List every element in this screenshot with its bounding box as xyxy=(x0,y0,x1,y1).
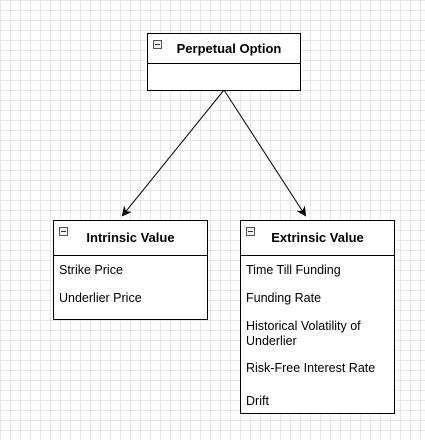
collapse-icon[interactable] xyxy=(246,227,255,236)
attribute-strike-price: Strike Price xyxy=(59,263,123,277)
edge-perpetual-to-intrinsic xyxy=(121,89,225,217)
intrinsic-value-node[interactable]: Intrinsic Value Strike Price Underlier P… xyxy=(53,220,208,320)
collapse-icon[interactable] xyxy=(153,40,162,49)
edge-perpetual-to-extrinsic xyxy=(223,89,307,217)
collapse-icon[interactable] xyxy=(59,227,68,236)
node-title: Perpetual Option xyxy=(176,41,282,56)
node-header: Intrinsic Value xyxy=(54,221,207,256)
node-title: Intrinsic Value xyxy=(86,230,175,245)
node-header: Perpetual Option xyxy=(148,34,300,64)
attribute-underlier-price: Underlier Price xyxy=(59,291,142,305)
attribute-drift: Drift xyxy=(246,394,269,408)
node-title: Extrinsic Value xyxy=(271,230,364,245)
perpetual-option-node[interactable]: Perpetual Option xyxy=(147,33,301,91)
attribute-funding-rate: Funding Rate xyxy=(246,291,322,305)
node-header: Extrinsic Value xyxy=(241,221,394,256)
attribute-risk-free-rate: Risk-Free Interest Rate xyxy=(246,361,376,375)
attribute-historical-volatility: Historical Volatility of Underlier xyxy=(246,319,361,348)
node-body-empty xyxy=(148,64,300,90)
extrinsic-value-node[interactable]: Extrinsic Value Time Till Funding Fundin… xyxy=(240,220,395,414)
attribute-time-till-funding: Time Till Funding xyxy=(246,263,341,277)
